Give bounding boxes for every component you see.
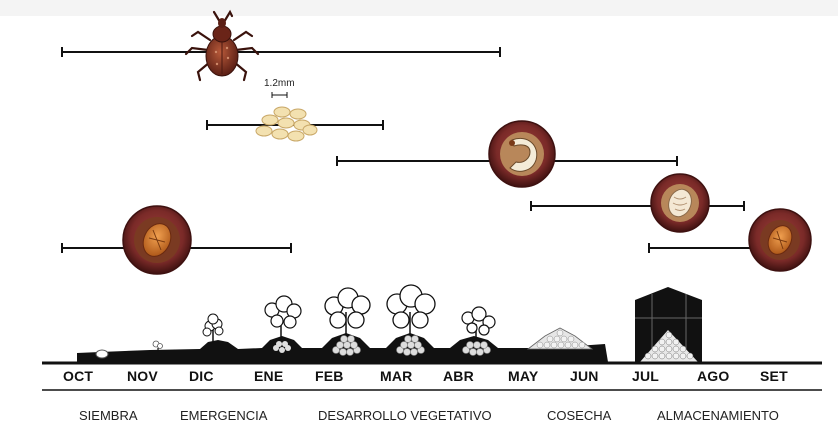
adult-period-bar xyxy=(61,47,501,57)
scale-label: 1.2mm xyxy=(264,78,295,89)
month-label: ENE xyxy=(254,368,284,384)
timeline-axis xyxy=(42,361,822,391)
stage-label: EMERGENCIA xyxy=(180,408,268,423)
month-label: MAY xyxy=(508,368,539,384)
plant-feb-icon xyxy=(324,287,371,356)
stage-label: ALMACENAMIENTO xyxy=(657,408,779,423)
month-label: ABR xyxy=(443,368,474,384)
month-label: NOV xyxy=(127,368,158,384)
stage-label: COSECHA xyxy=(547,408,612,423)
pupa-period-bar xyxy=(530,201,745,211)
storage-warehouse-icon xyxy=(635,287,702,362)
stage-label: SIEMBRA xyxy=(79,408,138,423)
month-label: AGO xyxy=(697,368,730,384)
month-label: FEB xyxy=(315,368,344,384)
top-background-band xyxy=(0,0,838,16)
adult-in-tuber-storage-icon xyxy=(748,208,812,272)
larva-in-tuber-icon xyxy=(488,120,556,188)
month-label: JUL xyxy=(632,368,660,384)
storage-adult-period-bar xyxy=(648,243,762,253)
month-label: DIC xyxy=(189,368,214,384)
adult-weevil-icon xyxy=(184,9,260,82)
stage-label: DESARROLLO VEGETATIVO xyxy=(318,408,492,423)
scale-bar xyxy=(271,92,288,98)
plant-ene-icon xyxy=(264,295,302,353)
adult-in-tuber-icon xyxy=(122,205,192,275)
month-label: MAR xyxy=(380,368,413,384)
plant-abr-icon xyxy=(461,306,496,356)
month-label: JUN xyxy=(570,368,599,384)
plant-mar-icon xyxy=(386,284,436,356)
month-label: OCT xyxy=(63,368,94,384)
sprout-icon xyxy=(152,340,163,352)
month-label: SET xyxy=(760,368,788,384)
eggs-icon xyxy=(255,106,318,142)
pupa-in-tuber-icon xyxy=(650,173,710,233)
plant-dic-icon xyxy=(202,313,224,344)
harvest-pile-icon xyxy=(526,327,594,350)
seed-tuber-icon xyxy=(95,349,109,359)
